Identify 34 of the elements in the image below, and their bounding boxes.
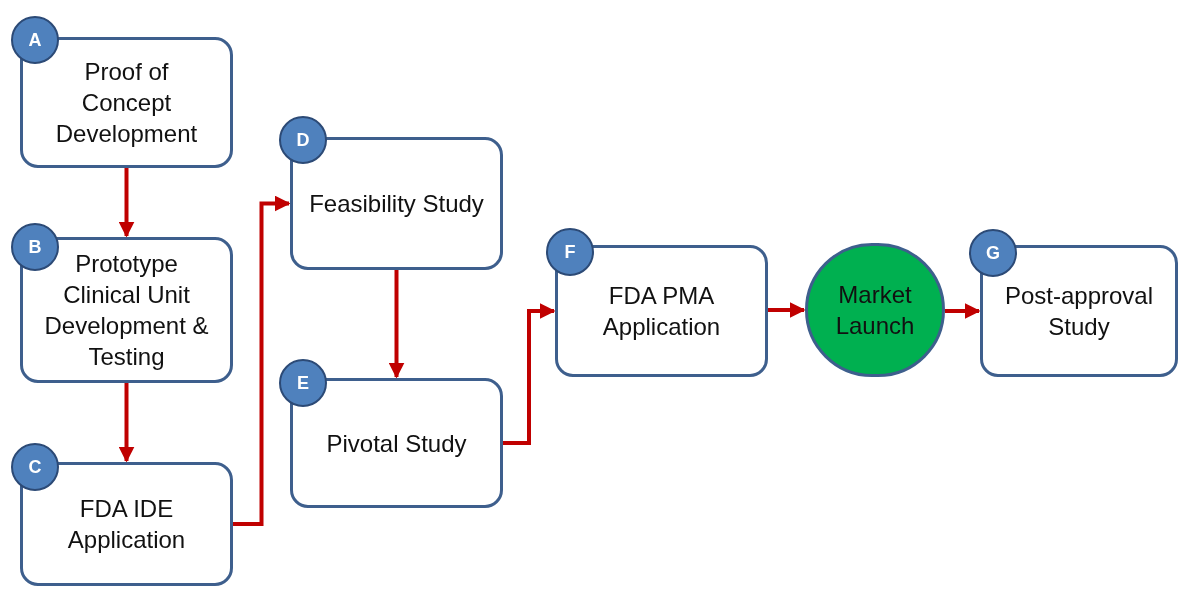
step-label: FDA PMA Application (601, 281, 722, 342)
arrow (233, 195, 291, 526)
step-badge (279, 359, 327, 407)
step-letter: D (296, 131, 310, 149)
step-letter: C (28, 458, 42, 476)
process-box (290, 378, 503, 508)
arrow (768, 302, 806, 318)
process-box (555, 245, 768, 377)
process-box (20, 462, 233, 586)
step-label: Market Launch (834, 280, 916, 341)
step-letter: G (986, 244, 1000, 262)
step-label: Prototype Clinical Unit Development & Testing (43, 249, 210, 372)
step-badge (11, 223, 59, 271)
step-letter: B (28, 238, 42, 256)
step-letter: E (297, 374, 309, 392)
process-box (980, 245, 1178, 377)
step-label: Proof of Concept Development (54, 57, 199, 149)
step-letter: F (564, 243, 576, 261)
step-badge (11, 16, 59, 64)
arrow (118, 383, 135, 463)
step-badge (279, 116, 327, 164)
step-label: FDA IDE Application (66, 494, 187, 555)
arrow (503, 303, 556, 445)
arrow (118, 168, 135, 238)
step-badge (546, 228, 594, 276)
step-badge (11, 443, 59, 491)
arrow (945, 303, 981, 319)
arrow (388, 270, 405, 379)
step-letter: A (28, 31, 42, 49)
step-label: Pivotal Study (326, 428, 467, 459)
step-label: Feasibility Study (309, 189, 484, 219)
step-badge (969, 229, 1017, 277)
step-label: Post-approval Study (1003, 281, 1155, 342)
process-box (20, 237, 233, 383)
